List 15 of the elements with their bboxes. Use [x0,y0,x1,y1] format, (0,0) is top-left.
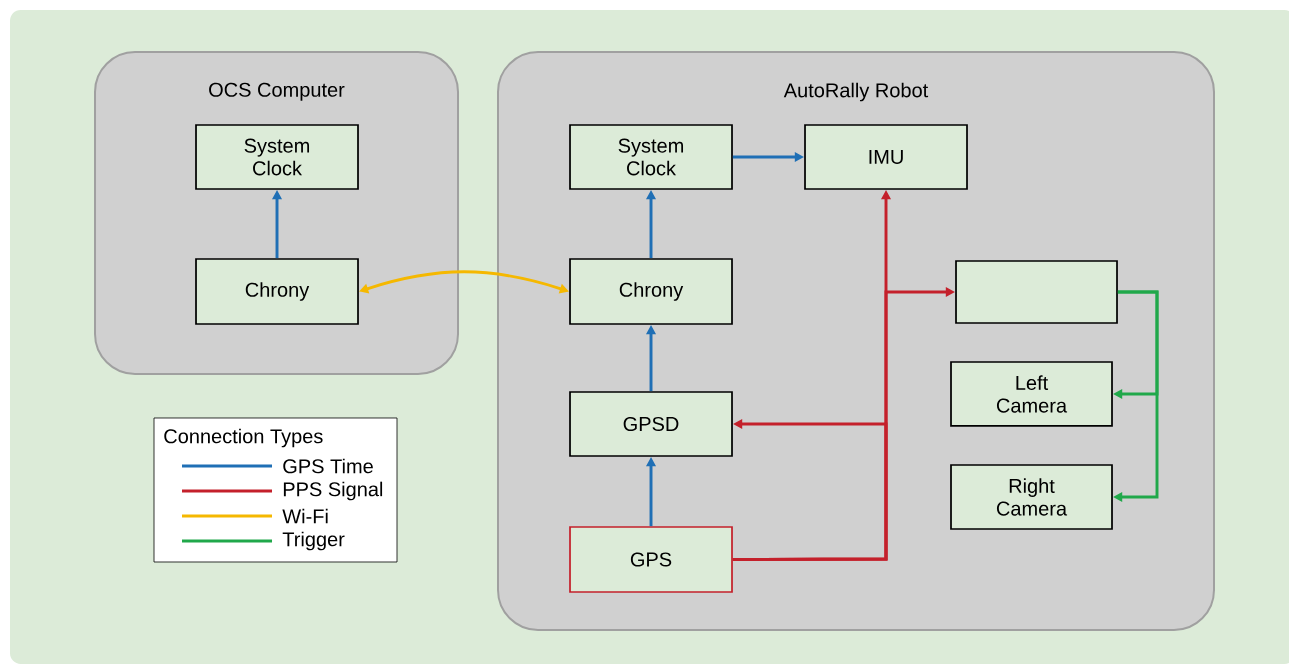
process-box: System Clock [195,124,359,190]
process-box: Chrony [569,258,733,325]
process-box: Right Camera [950,464,1113,530]
process-box: System Clock [569,124,733,190]
process-box: GPSD [569,391,733,457]
legend-text: Wi-Fi [282,508,328,524]
legend-text: GPS Time [283,458,373,474]
legend-title: Connection Types [164,428,323,448]
legend-text: Trigger [282,531,345,551]
process-box: IMU [804,124,968,190]
legend-text: PPS Signal [283,481,383,501]
empty-box [955,260,1118,324]
process-box: Chrony [195,258,359,325]
process-box: Left Camera [950,361,1113,427]
process-box: GPS [569,526,733,593]
